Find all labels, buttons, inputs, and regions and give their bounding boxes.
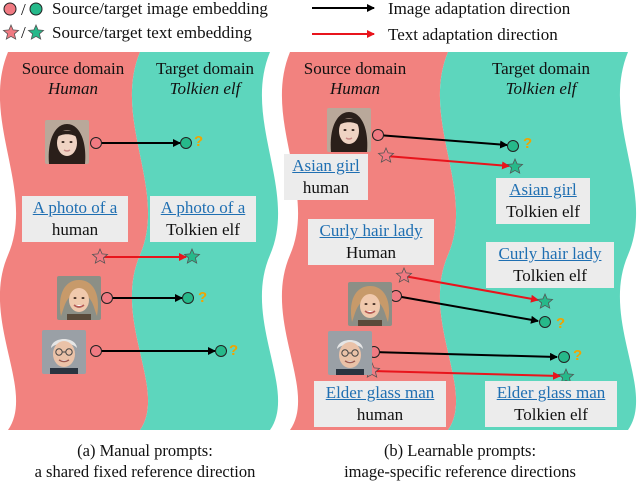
panel-b-target-prompt-1-context: Asian girl bbox=[509, 180, 577, 199]
legend-slash-2: / bbox=[21, 23, 26, 42]
panel-a-target-prompt-context: A photo of a bbox=[160, 198, 246, 217]
panel-a-target-image-dot-3 bbox=[215, 345, 227, 357]
panel-a-target-text-star bbox=[183, 247, 201, 264]
panel-a-target-prompt-class: Tolkien elf bbox=[166, 220, 240, 239]
panel-a-caption-line2: a shared fixed reference direction bbox=[34, 462, 256, 481]
face-girl-image bbox=[45, 120, 89, 164]
panel-b-source-image-dot-2 bbox=[390, 290, 402, 302]
panel-b-source-prompt-1: Asian girl human bbox=[284, 154, 368, 200]
legend-image-embedding-label: Source/target image embedding bbox=[52, 0, 268, 18]
panel-a-arrows bbox=[90, 137, 227, 357]
panel-b-arrows bbox=[368, 129, 570, 380]
panel-b-target-prompt-3-class: Tolkien elf bbox=[514, 405, 588, 424]
legend-source-text-star bbox=[2, 23, 20, 40]
question-mark-a3: ? bbox=[229, 342, 239, 359]
panel-a-source-title: Source domain bbox=[21, 59, 125, 78]
panel-b-caption-line1: (b) Learnable prompts: bbox=[383, 441, 537, 460]
panel-b-target-text-star-3 bbox=[557, 367, 575, 384]
face-elder-man-image-b bbox=[328, 331, 372, 375]
panel-b-target-text-star-1 bbox=[506, 157, 524, 174]
panel-b-target-band bbox=[439, 52, 637, 430]
panel-b-source-prompt-2: Curly hair lady Human bbox=[308, 219, 434, 265]
panel-a-source-image-dot-3 bbox=[90, 345, 102, 357]
panel-b-target-prompt-2-context: Curly hair lady bbox=[498, 244, 602, 263]
question-mark-b1: ? bbox=[523, 135, 533, 152]
panel-a-target-title: Target domain bbox=[155, 59, 255, 78]
panel-b-target-prompt-3-context: Elder glass man bbox=[496, 383, 606, 402]
panel-b-target-prompt-2: Curly hair lady Tolkien elf bbox=[486, 242, 614, 288]
panel-b-source-subtitle: Human bbox=[329, 79, 381, 98]
panel-b-source-text-star-2 bbox=[395, 266, 413, 283]
panel-b-source-prompt-1-context: Asian girl bbox=[292, 156, 360, 175]
panel-b-target-prompt-2-class: Tolkien elf bbox=[513, 266, 587, 285]
panel-b-source-prompt-3-class: human bbox=[356, 405, 404, 424]
panel-b-source-prompt-2-class: Human bbox=[345, 243, 397, 262]
panel-b-target-subtitle: Tolkien elf bbox=[505, 79, 577, 98]
panel-b-source-text-star-1 bbox=[377, 146, 395, 163]
panel-a-source-prompt-class: human bbox=[51, 220, 99, 239]
panel-b-target-text-star-2 bbox=[536, 292, 554, 309]
question-mark-a1: ? bbox=[194, 133, 204, 150]
face-girl-image-b bbox=[327, 108, 371, 152]
legend-text-direction-label: Text adaptation direction bbox=[388, 25, 558, 44]
panel-b-target-prompt-1: Asian girl Tolkien elf bbox=[496, 178, 590, 224]
panel-a-caption-line1: (a) Manual prompts: bbox=[77, 441, 213, 460]
panel-a-target-prompt: A photo of a Tolkien elf bbox=[150, 196, 256, 242]
panel-b-caption-line2: image-specific reference directions bbox=[344, 462, 576, 481]
panel-b-source-prompt-3-context: Elder glass man bbox=[325, 383, 435, 402]
legend-target-image-dot bbox=[29, 2, 43, 16]
face-elder-man-image bbox=[42, 330, 86, 374]
panel-b-target-image-dot-3 bbox=[558, 351, 570, 363]
panel-b-source-title: Source domain bbox=[303, 59, 407, 78]
legend-source-image-dot bbox=[3, 2, 17, 16]
face-lady-image bbox=[57, 276, 101, 320]
panel-a-target-image-dot-1 bbox=[180, 137, 192, 149]
panel-b-target-prompt-1-class: Tolkien elf bbox=[506, 202, 580, 221]
legend-image-direction-label: Image adaptation direction bbox=[388, 0, 571, 18]
question-mark-a2: ? bbox=[198, 289, 208, 306]
panel-b-source-prompt-3: Elder glass man human bbox=[314, 381, 446, 427]
legend-text-embedding-label: Source/target text embedding bbox=[52, 23, 252, 42]
legend-target-text-star bbox=[27, 23, 45, 40]
panel-a-source-image-dot-2 bbox=[101, 292, 113, 304]
panel-b-target-title: Target domain bbox=[491, 59, 591, 78]
panel-b-target-image-dot-2 bbox=[539, 316, 551, 328]
panel-a-source-prompt-context: A photo of a bbox=[32, 198, 118, 217]
panel-a-target-image-dot-2 bbox=[182, 292, 194, 304]
question-mark-b3: ? bbox=[573, 347, 583, 364]
legend-slash-1: / bbox=[21, 0, 26, 19]
panel-a-source-subtitle: Human bbox=[47, 79, 99, 98]
panel-b-source-prompt-2-context: Curly hair lady bbox=[319, 221, 423, 240]
panel-a-source-text-star bbox=[91, 247, 109, 264]
panel-b-target-prompt-3: Elder glass man Tolkien elf bbox=[485, 381, 617, 427]
panel-b-target-image-dot-1 bbox=[507, 140, 519, 152]
question-mark-b2: ? bbox=[556, 315, 566, 332]
panel-a-target-subtitle: Tolkien elf bbox=[169, 79, 241, 98]
panel-a-source-prompt: A photo of a human bbox=[22, 196, 128, 242]
panel-a-source-image-dot-1 bbox=[90, 137, 102, 149]
panel-b-source-image-dot-1 bbox=[372, 129, 384, 141]
face-lady-image-b bbox=[348, 282, 392, 326]
panel-b-source-prompt-1-class: human bbox=[302, 178, 350, 197]
